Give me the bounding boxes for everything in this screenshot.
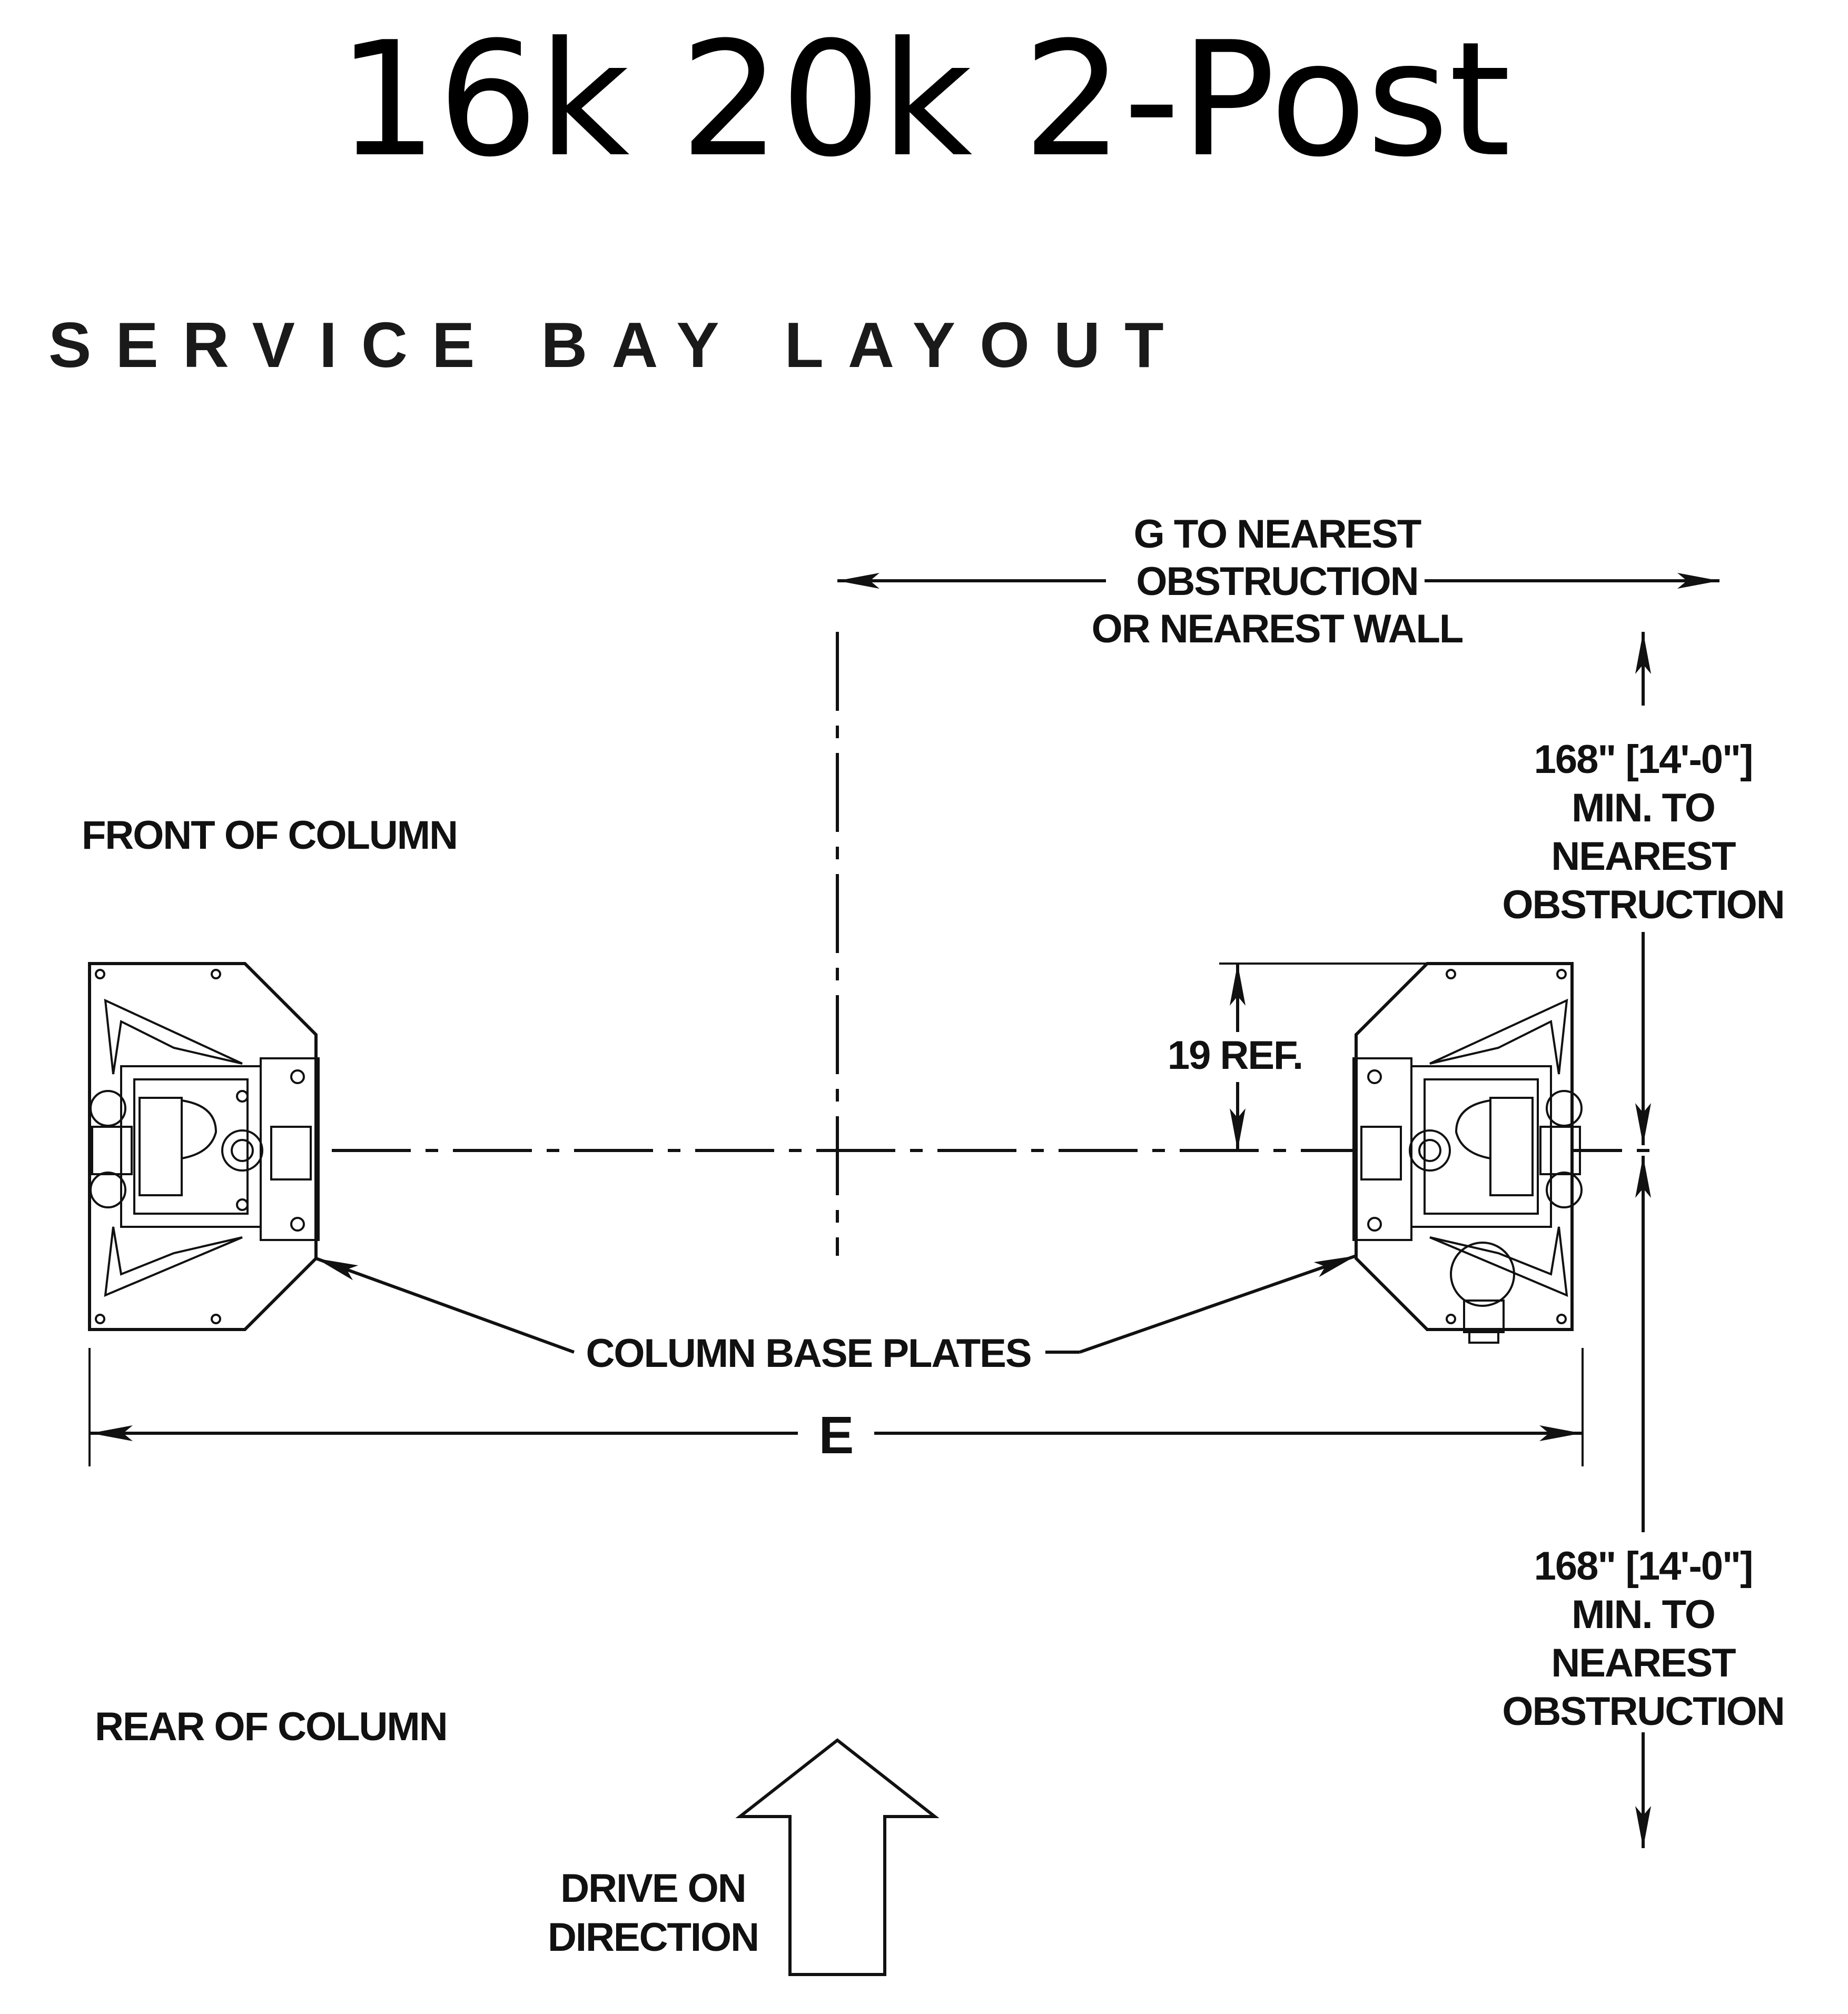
- e-dimension: E: [88, 1348, 1584, 1466]
- column-base-plates-label: COLUMN BASE PLATES: [586, 1331, 1031, 1376]
- min-clearance-bottom-line-3: NEAREST: [1551, 1641, 1736, 1685]
- min-clearance-bottom-line-2: MIN. TO: [1572, 1592, 1715, 1637]
- drive-on-label-line-2: DIRECTION: [548, 1915, 758, 1960]
- ref-dimension-label: 19 REF.: [1168, 1033, 1302, 1078]
- drive-on-direction-arrow: DRIVE ON DIRECTION: [548, 1738, 940, 1976]
- g-dimension-label-line-2: OBSTRUCTION: [1136, 559, 1418, 604]
- base-plates-callout: COLUMN BASE PLATES: [315, 1254, 1357, 1376]
- min-clearance-bottom-line-1: 168" [14'-0"]: [1534, 1544, 1753, 1589]
- page-title: 16k 20k 2-Post: [337, 8, 1511, 192]
- g-dimension-label-line-1: G TO NEAREST: [1134, 512, 1421, 557]
- min-clearance-top-line-1: 168" [14'-0"]: [1534, 737, 1753, 782]
- rear-of-column-label: REAR OF COLUMN: [95, 1704, 447, 1749]
- min-clearance-bottom-line-4: OBSTRUCTION: [1502, 1689, 1784, 1734]
- left-column-base-plate: [88, 962, 320, 1331]
- ref-dimension: 19 REF.: [1168, 963, 1427, 1150]
- section-heading: SERVICE BAY LAYOUT: [48, 309, 1188, 381]
- g-dimension: G TO NEAREST OBSTRUCTION OR NEAREST WALL: [837, 512, 1719, 651]
- min-clearance-top-line-2: MIN. TO: [1572, 786, 1715, 830]
- g-dimension-label-line-3: OR NEAREST WALL: [1092, 607, 1463, 651]
- e-dimension-label: E: [819, 1406, 854, 1465]
- min-clearance-top-line-4: OBSTRUCTION: [1502, 882, 1784, 927]
- min-clearance-dimension: 168" [14'-0"] MIN. TO NEAREST OBSTRUCTIO…: [1502, 632, 1785, 1848]
- front-of-column-label: FRONT OF COLUMN: [82, 813, 457, 858]
- drive-on-label-line-1: DRIVE ON: [560, 1866, 745, 1911]
- right-column-base-plate: [1352, 962, 1583, 1344]
- min-clearance-top-line-3: NEAREST: [1551, 834, 1736, 879]
